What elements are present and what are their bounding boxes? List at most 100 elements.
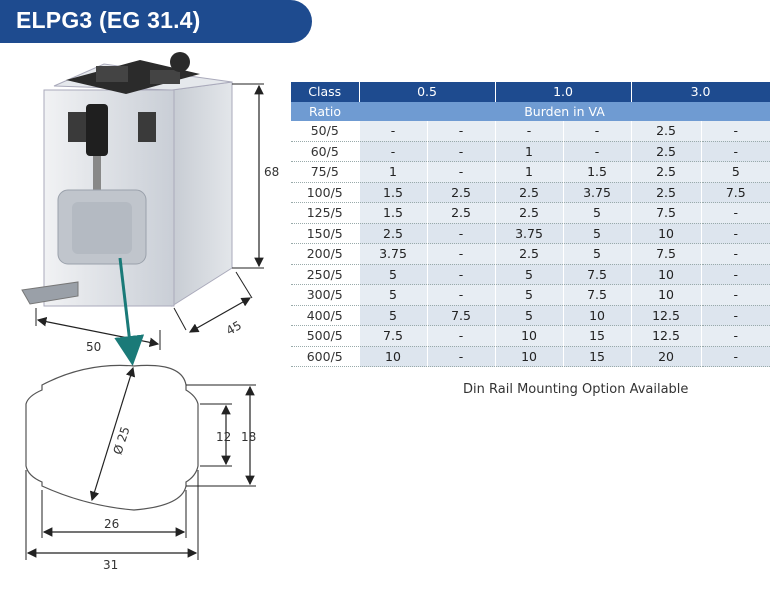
burden-value-cell: - <box>562 121 632 142</box>
ratio-cell: 75/5 <box>291 161 359 183</box>
burden-value-cell: 3.75 <box>358 243 427 265</box>
burden-value-cell: - <box>700 202 771 224</box>
burden-value-cell: 2.5 <box>494 182 564 203</box>
burden-header: Burden in VA <box>359 101 771 121</box>
burden-value-cell: 7.5 <box>562 284 632 306</box>
burden-value-cell: 3.75 <box>562 182 632 203</box>
burden-value-cell: 7.5 <box>358 325 427 347</box>
burden-value-cell: 5 <box>494 264 564 285</box>
dim-height-label: 68 <box>264 165 279 179</box>
burden-value-cell: - <box>700 243 771 265</box>
burden-value-cell: 2.5 <box>494 243 564 265</box>
burden-value-cell: 7.5 <box>630 202 702 224</box>
burden-value-cell: 12.5 <box>630 325 702 347</box>
class-header: Class <box>291 82 360 102</box>
table-row: 60/5--1-2.5- <box>291 141 771 162</box>
burden-value-cell: - <box>426 223 496 244</box>
dim-depth-label: 45 <box>224 318 244 338</box>
transformer-image <box>21 52 233 307</box>
burden-value-cell: - <box>426 346 496 367</box>
ratio-cell: 250/5 <box>291 264 359 285</box>
dim-outer-width-label: 31 <box>103 558 118 572</box>
burden-value-cell: 5 <box>562 243 632 265</box>
burden-value-cell: - <box>562 141 632 162</box>
title-banner: ELPG3 (EG 31.4) <box>0 0 312 43</box>
burden-value-cell: 10 <box>494 346 564 367</box>
burden-value-cell: 7.5 <box>630 243 702 265</box>
burden-value-cell: 5 <box>358 284 427 306</box>
ratio-cell: 50/5 <box>291 121 359 142</box>
burden-value-cell: 2.5 <box>630 161 702 183</box>
burden-value-cell: 5 <box>562 202 632 224</box>
burden-value-cell: - <box>426 264 496 285</box>
burden-value-cell: 1.5 <box>562 161 632 183</box>
section-outline <box>25 364 199 511</box>
burden-value-cell: 1.5 <box>358 202 427 224</box>
ratio-cell: 600/5 <box>291 346 359 367</box>
burden-value-cell: - <box>700 284 771 306</box>
ratio-cell: 60/5 <box>291 141 359 162</box>
burden-value-cell: 10 <box>630 223 702 244</box>
burden-value-cell: 10 <box>630 284 702 306</box>
burden-value-cell: 15 <box>562 325 632 347</box>
burden-value-cell: 10 <box>494 325 564 347</box>
burden-value-cell: 2.5 <box>630 121 702 142</box>
burden-value-cell: 7.5 <box>562 264 632 285</box>
din-rail-note: Din Rail Mounting Option Available <box>463 382 689 397</box>
burden-value-cell: 2.5 <box>494 202 564 224</box>
class-0-5-header: 0.5 <box>359 82 496 102</box>
ratio-header: Ratio <box>291 101 359 121</box>
product-title: ELPG3 (EG 31.4) <box>16 7 201 33</box>
burden-value-cell: - <box>426 284 496 306</box>
burden-value-cell: 5 <box>700 161 771 183</box>
burden-table: Class 0.5 1.0 3.0 Ratio Burden in VA 50/… <box>291 82 771 367</box>
burden-value-cell: 20 <box>630 346 702 367</box>
ratio-cell: 125/5 <box>291 202 359 224</box>
ratio-cell: 300/5 <box>291 284 359 306</box>
dim-inner-height-label: 12 <box>216 430 231 444</box>
dim-width-label: 50 <box>86 340 101 354</box>
burden-value-cell: - <box>426 325 496 347</box>
burden-value-cell: - <box>700 121 771 142</box>
burden-value-cell: - <box>700 305 771 326</box>
burden-value-cell: 3.75 <box>494 223 564 244</box>
burden-value-cell: 12.5 <box>630 305 702 326</box>
burden-value-cell: 5 <box>358 264 427 285</box>
ratio-cell: 500/5 <box>291 325 359 347</box>
burden-value-cell: - <box>426 141 496 162</box>
burden-value-cell: 5 <box>562 223 632 244</box>
table-row: 50/5----2.5- <box>291 121 771 142</box>
burden-value-cell: 7.5 <box>426 305 496 326</box>
burden-value-cell: 10 <box>358 346 427 367</box>
burden-value-cell: 5 <box>358 305 427 326</box>
burden-value-cell: - <box>700 346 771 367</box>
ratio-cell: 150/5 <box>291 223 359 244</box>
burden-value-cell: - <box>426 161 496 183</box>
burden-value-cell: - <box>358 141 427 162</box>
burden-value-cell: 2.5 <box>358 223 427 244</box>
burden-value-cell: 10 <box>630 264 702 285</box>
burden-value-cell: - <box>700 141 771 162</box>
burden-value-cell: 1.5 <box>358 182 427 203</box>
dim-outer-height-label: 18 <box>241 430 256 444</box>
burden-value-cell: 15 <box>562 346 632 367</box>
burden-value-cell: 2.5 <box>630 141 702 162</box>
burden-value-cell: 1 <box>358 161 427 183</box>
ratio-cell: 100/5 <box>291 182 359 203</box>
burden-value-cell: - <box>358 121 427 142</box>
burden-value-cell: - <box>494 121 564 142</box>
burden-value-cell: 2.5 <box>630 182 702 203</box>
ratio-cell: 200/5 <box>291 243 359 265</box>
burden-value-cell: - <box>700 325 771 347</box>
